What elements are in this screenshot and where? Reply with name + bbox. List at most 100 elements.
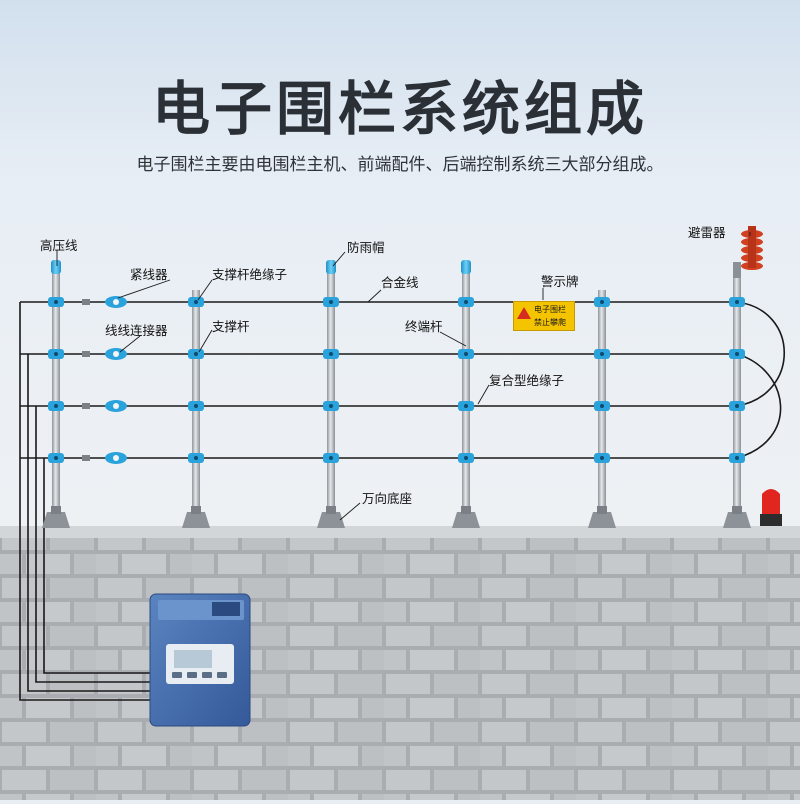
alarm-light	[762, 489, 780, 514]
brick-wall	[0, 538, 800, 800]
universal-base-joint	[732, 506, 742, 514]
host-keypad-button	[187, 672, 197, 678]
tensioner-hub	[113, 455, 119, 461]
insulator-bolt	[600, 300, 604, 304]
insulator-bolt	[735, 404, 739, 408]
insulator-bolt	[464, 300, 468, 304]
insulator-bolt	[329, 352, 333, 356]
high-voltage-lead-wire	[35, 406, 150, 683]
insulator-bolt	[464, 404, 468, 408]
terminal-pole-middle	[462, 262, 470, 520]
label-high-voltage-wire: 高压线	[40, 238, 78, 253]
rain-cap	[51, 260, 61, 274]
universal-base	[182, 512, 210, 528]
universal-base	[723, 512, 751, 528]
callout-leader	[367, 289, 382, 303]
universal-base-joint	[597, 506, 607, 514]
insulator-bolt	[194, 352, 198, 356]
universal-base-joint	[326, 506, 336, 514]
sky-background	[0, 0, 800, 530]
label-support-insulator: 支撑杆绝缘子	[212, 267, 288, 282]
label-warning-sign: 警示牌	[541, 274, 579, 289]
host-lcd-display	[174, 650, 212, 668]
callout-leader	[339, 502, 361, 521]
arrester-mount	[733, 262, 741, 278]
label-alloy-wire: 合金线	[381, 275, 419, 290]
warning-triangle-icon	[517, 307, 531, 319]
insulator-bolt	[194, 404, 198, 408]
insulator-bolt	[464, 352, 468, 356]
support-pole	[327, 262, 335, 520]
label-composite-insulator: 复合型绝缘子	[489, 373, 565, 388]
high-voltage-lead-wire	[43, 458, 150, 674]
return-wire-loop	[736, 301, 785, 407]
callout-leader	[477, 384, 490, 405]
lightning-arrester	[748, 226, 756, 268]
tensioner-hub	[113, 351, 119, 357]
insulator-bolt	[735, 300, 739, 304]
insulator-bolt	[600, 352, 604, 356]
wire-connector	[82, 351, 90, 357]
host-vent	[212, 602, 240, 616]
callout-leader	[332, 251, 346, 267]
host-keypad-button	[202, 672, 212, 678]
warning-sign-line2: 禁止攀爬	[534, 318, 566, 327]
callout-leader	[198, 329, 213, 353]
rain-cap	[326, 260, 336, 274]
label-support-pole: 支撑杆	[212, 319, 250, 334]
tensioner-hub	[113, 299, 119, 305]
universal-base-joint	[191, 506, 201, 514]
high-voltage-lead-wire	[19, 302, 150, 701]
insulator-bolt	[329, 456, 333, 460]
universal-base-joint	[51, 506, 61, 514]
wire-connector	[82, 299, 90, 305]
terminal-pole-left	[52, 262, 60, 520]
universal-base	[452, 512, 480, 528]
callout-leader	[119, 335, 141, 353]
insulator-bolt	[600, 456, 604, 460]
insulator-bolt	[735, 456, 739, 460]
insulator-bolt	[54, 404, 58, 408]
label-universal-base: 万向底座	[362, 491, 413, 506]
wire-connector	[82, 403, 90, 409]
universal-base	[588, 512, 616, 528]
insulator-bolt	[735, 352, 739, 356]
insulator-bolt	[54, 352, 58, 356]
callout-leader	[117, 279, 171, 299]
label-lightning-arrester: 避雷器	[688, 225, 726, 240]
page-subtitle: 电子围栏主要由电围栏主机、前端配件、后端控制系统三大部分组成。	[136, 155, 664, 175]
tensioner-hub	[113, 403, 119, 409]
page-title: 电子围栏系统组成	[151, 75, 648, 143]
return-wire-loop	[736, 353, 782, 459]
terminal-pole-right	[733, 278, 741, 520]
callout-leader	[439, 331, 467, 347]
insulator-bolt	[464, 456, 468, 460]
universal-base-joint	[461, 506, 471, 514]
insulator-bolt	[194, 300, 198, 304]
universal-base	[317, 512, 345, 528]
label-tensioner: 紧线器	[130, 267, 168, 282]
universal-base	[42, 512, 70, 528]
rain-cap	[461, 260, 471, 274]
alarm-light-base	[760, 514, 782, 526]
insulator-bolt	[329, 404, 333, 408]
insulator-bolt	[600, 404, 604, 408]
label-terminal-pole: 终端杆	[405, 319, 443, 334]
insulator-bolt	[329, 300, 333, 304]
warning-sign-line1: 电子围栏	[534, 305, 566, 314]
host-keypad-button	[172, 672, 182, 678]
insulator-bolt	[54, 300, 58, 304]
high-voltage-lead-wire	[27, 354, 150, 692]
wall-coping	[0, 526, 800, 538]
wire-connector	[82, 455, 90, 461]
insulator-bolt	[54, 456, 58, 460]
label-wire-connector: 线线连接器	[105, 323, 168, 338]
warning-sign: 电子围栏 禁止攀爬	[513, 301, 575, 331]
host-keypad-button	[217, 672, 227, 678]
label-rain-cap: 防雨帽	[347, 240, 385, 255]
callout-leader	[197, 279, 213, 301]
insulator-bolt	[194, 456, 198, 460]
fence-assembly	[19, 226, 785, 727]
